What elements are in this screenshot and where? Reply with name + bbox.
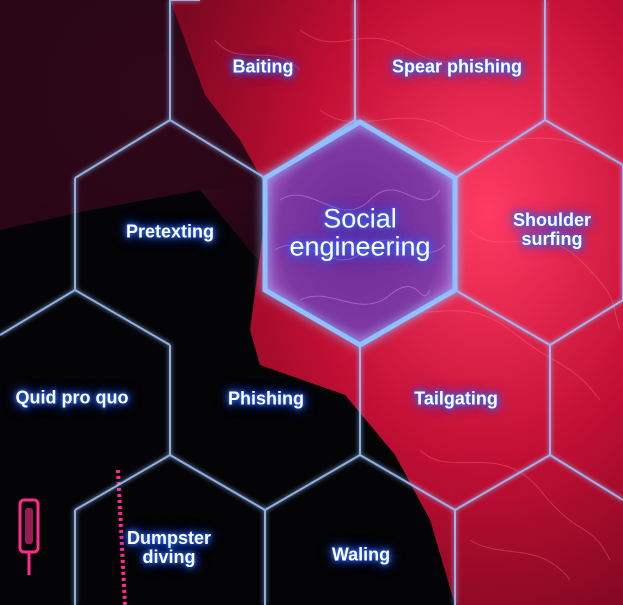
label-waling: Waling — [331, 544, 391, 565]
label-spear-phishing: Spear phishing — [391, 56, 523, 77]
label-shoulder-surfing: Shoulder surfing — [513, 211, 591, 249]
label-pretexting: Pretexting — [125, 221, 215, 242]
label-social-engineering-line2: engineering — [289, 232, 431, 262]
dark-pink-upper-left — [0, 0, 268, 230]
hooded-figure-silhouette — [0, 190, 455, 605]
label-social-engineering-line1: Social — [323, 203, 397, 234]
label-social-engineering: Social engineering — [289, 203, 431, 262]
label-tailgating: Tailgating — [414, 388, 498, 409]
label-dumpster-diving-line1: Dumpster — [126, 528, 212, 549]
center-hexagon — [262, 119, 458, 348]
label-quid-pro-quo: Quid pro quo — [15, 387, 129, 408]
label-shoulder-surfing-line2: surfing — [521, 229, 583, 249]
label-phishing: Phishing — [228, 388, 304, 409]
label-shoulder-surfing-line1: Shoulder — [512, 210, 592, 231]
label-dumpster-diving-line2: diving — [142, 547, 196, 567]
zipper — [18, 469, 127, 605]
label-baiting: Baiting — [232, 56, 294, 77]
label-dumpster-diving: Dumpster diving — [127, 529, 211, 567]
